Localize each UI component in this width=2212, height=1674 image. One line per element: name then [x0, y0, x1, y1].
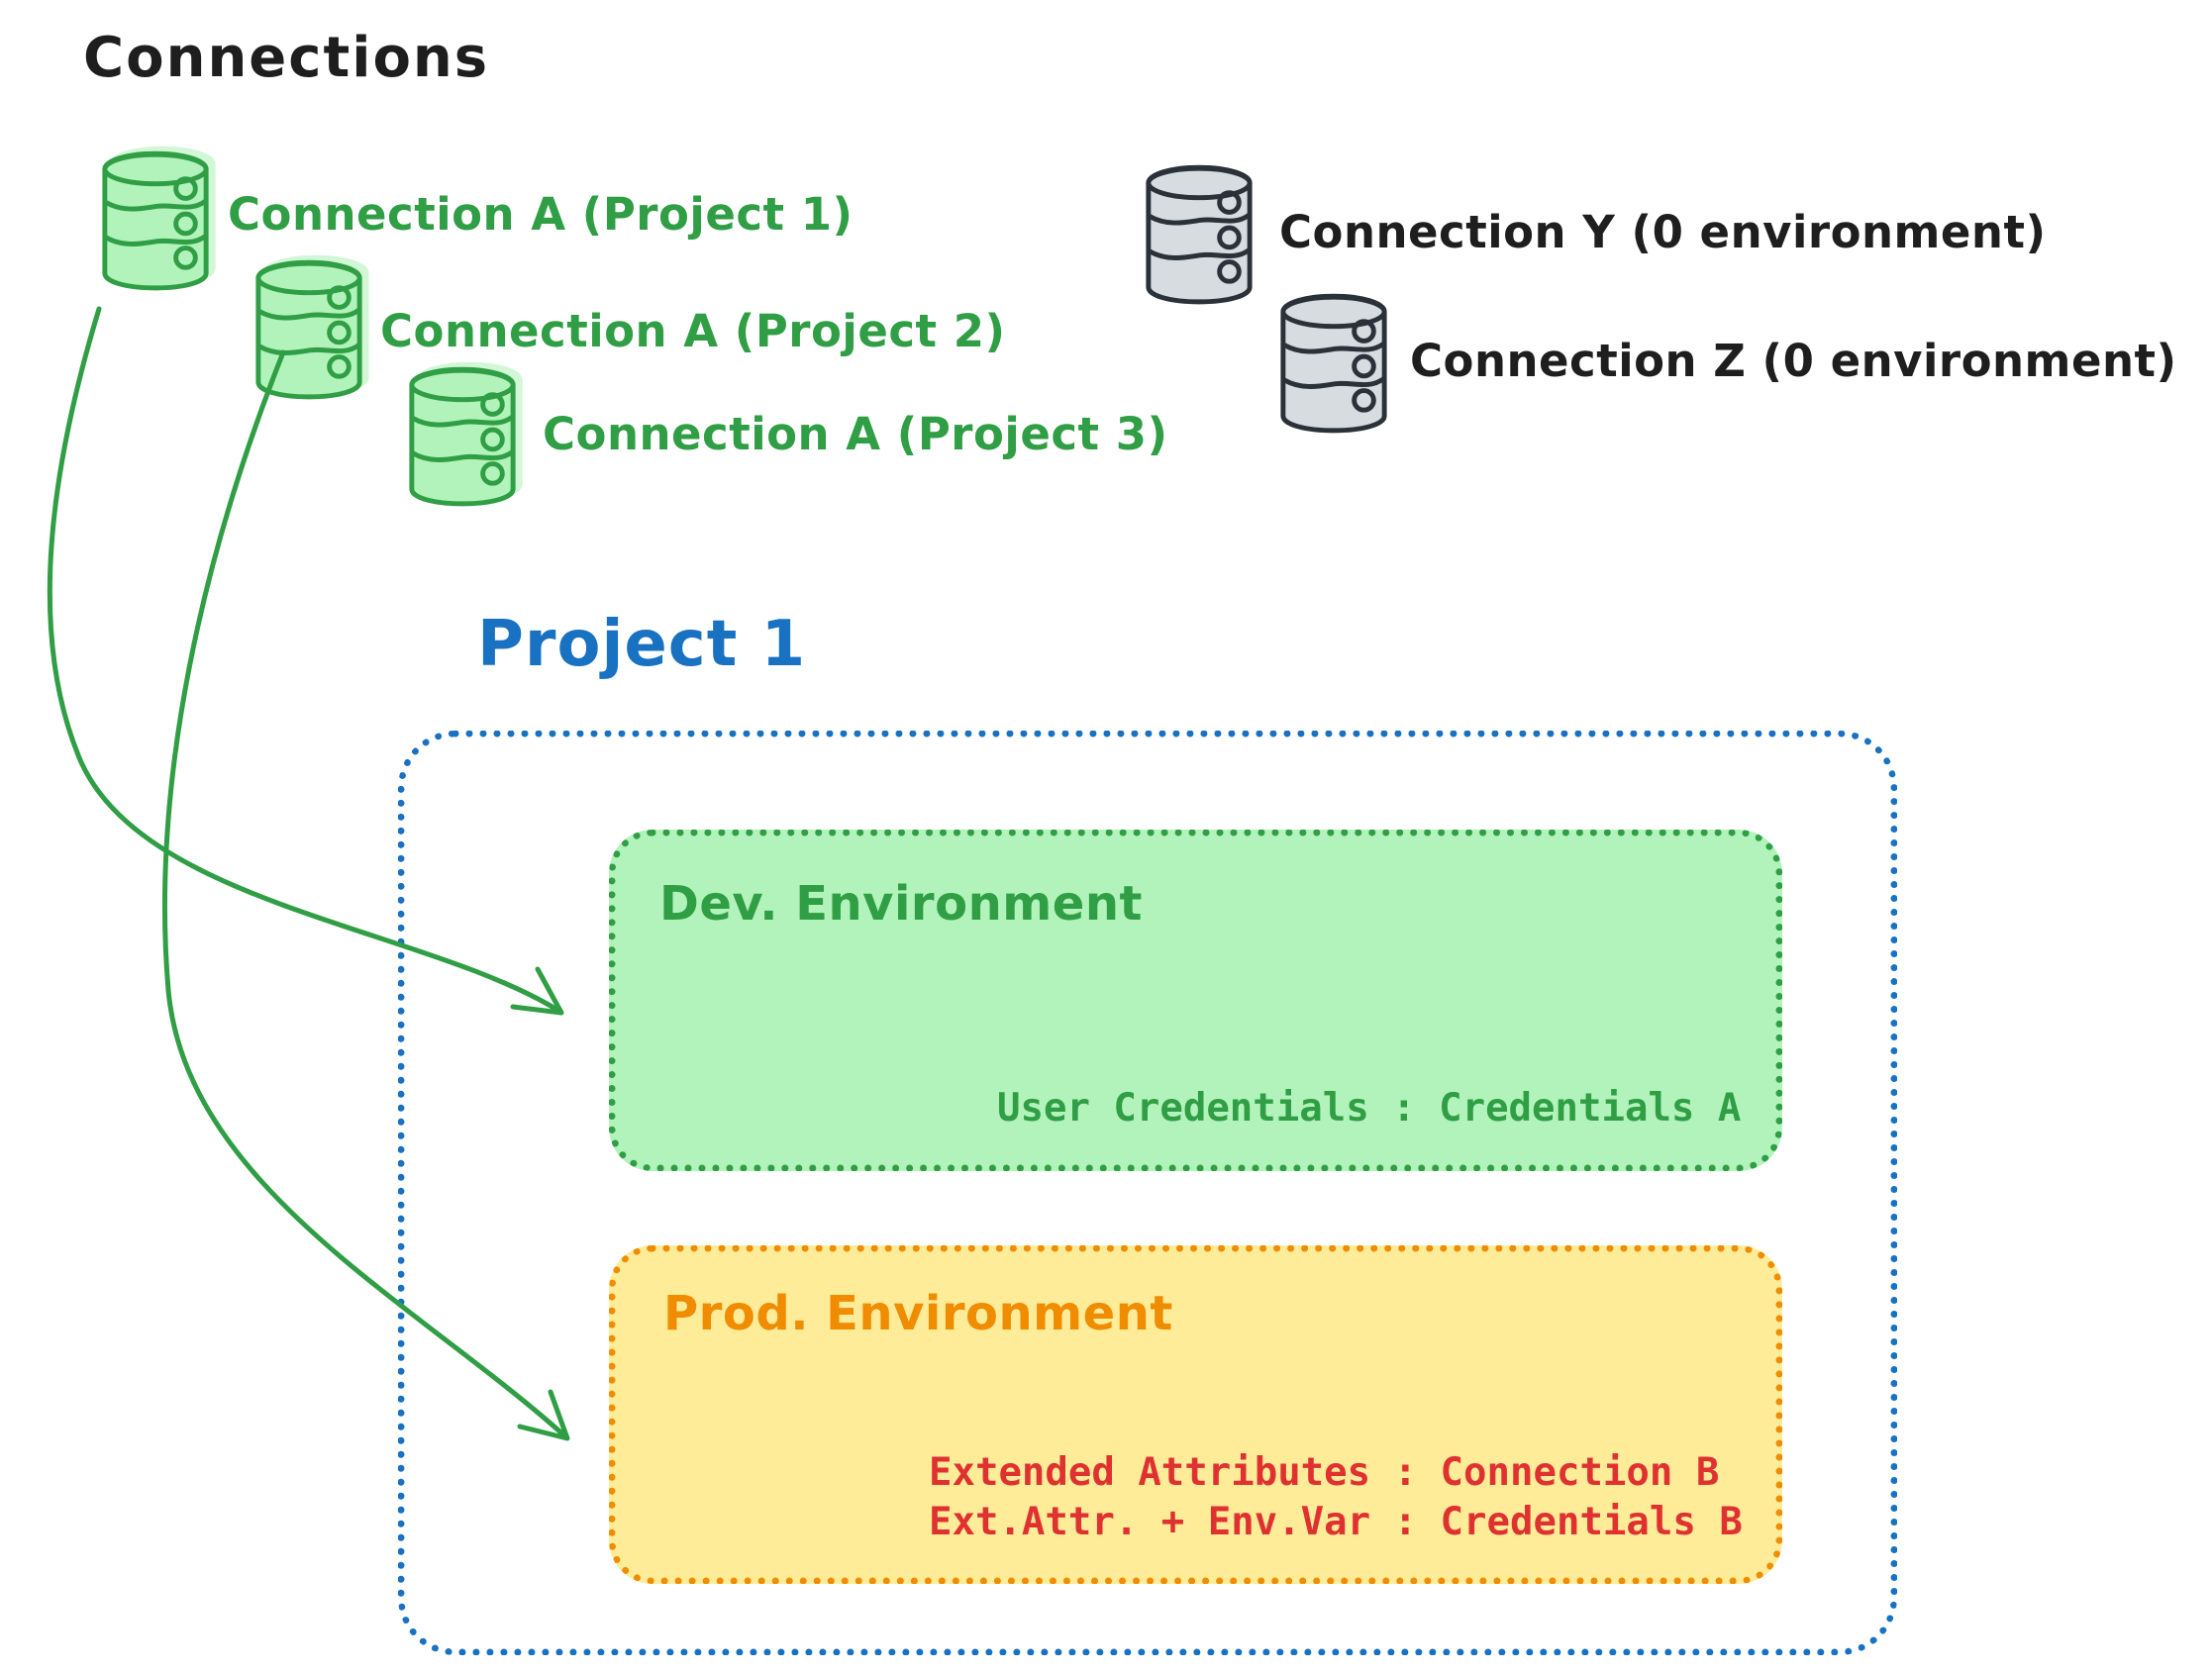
connection-a-project-3-label: Connection A (Project 3) [543, 408, 1168, 460]
prod-environment-box: Prod. Environment Extended Attributes : … [609, 1245, 1782, 1584]
connection-z-label: Connection Z (0 environment) [1410, 335, 2177, 387]
dev-credentials-mapping: User Credentials : Credentials A [997, 1086, 1742, 1131]
database-cylinder-icon [404, 364, 521, 511]
prod-mapping-line-1: Extended Attributes : Connection B [929, 1450, 1720, 1495]
dev-environment-box: Dev. Environment User Credentials : Cred… [609, 830, 1782, 1171]
database-cylinder-icon [1275, 291, 1392, 438]
prod-mapping-line-2: Ext.Attr. + Env.Var : Credentials B [929, 1500, 1743, 1544]
database-cylinder-icon [251, 257, 367, 404]
connection-a-project-2-label: Connection A (Project 2) [380, 305, 1006, 357]
connection-y-label: Connection Y (0 environment) [1279, 206, 2047, 258]
prod-environment-title: Prod. Environment [663, 1286, 1173, 1341]
connection-a-project-1-label: Connection A (Project 1) [228, 188, 854, 241]
database-cylinder-icon [97, 148, 214, 295]
dev-environment-title: Dev. Environment [659, 876, 1143, 932]
database-cylinder-icon [1141, 162, 1257, 309]
connections-title: Connections [83, 26, 490, 90]
project-1-title: Project 1 [477, 608, 807, 681]
